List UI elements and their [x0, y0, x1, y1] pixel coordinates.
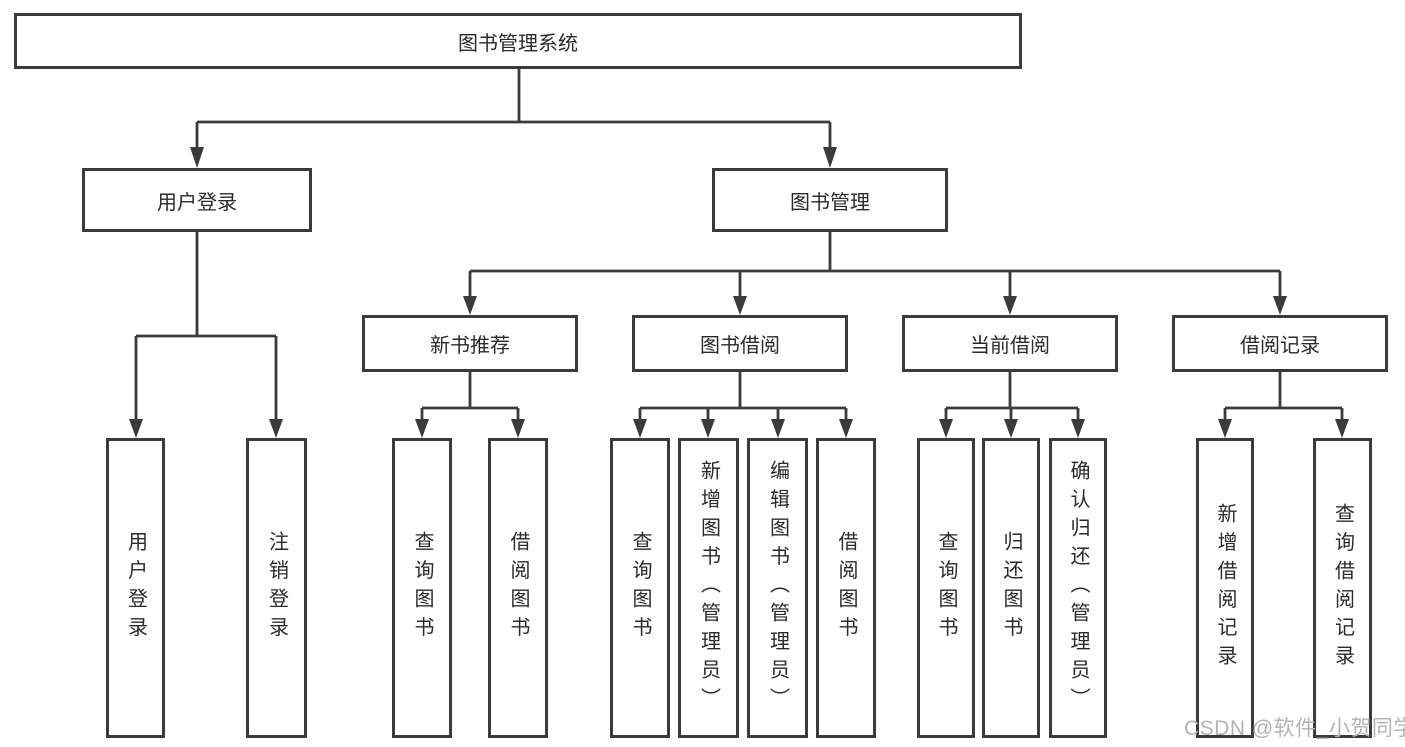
leaf-label: 借阅图书	[835, 531, 857, 645]
leaf-label: 新增借阅记录	[1214, 502, 1236, 674]
arrowhead	[415, 419, 429, 438]
leaf-query-borrow-record: 查询借阅记录	[1313, 438, 1372, 738]
leaf-confirm-return-admin: 确认归还（管理员）	[1049, 438, 1107, 738]
arrowhead	[190, 147, 204, 168]
leaf-borrow-books-under-new-book-recommend: 借阅图书	[488, 438, 548, 738]
leaf-query-books-under-current-borrow: 查询图书	[917, 438, 975, 738]
arrowhead	[633, 419, 647, 438]
node-new-book-recommend-label: 新书推荐	[430, 335, 510, 357]
node-user-login: 用户登录	[82, 168, 312, 232]
arrowhead	[701, 419, 715, 438]
leaf-label: 查询图书	[411, 531, 433, 645]
arrowhead	[511, 419, 525, 438]
node-current-borrow-label: 当前借阅	[970, 335, 1050, 357]
arrowhead	[463, 296, 477, 315]
leaf-label: 确认归还（管理员）	[1067, 460, 1089, 716]
connector-root	[195, 69, 832, 150]
arrowhead	[939, 419, 953, 438]
node-book-management: 图书管理	[712, 168, 948, 232]
leaf-edit-books-admin: 编辑图书（管理员）	[747, 438, 808, 738]
arrowhead	[269, 419, 283, 438]
leaf-query-books-under-book-borrow: 查询图书	[610, 438, 670, 738]
arrowhead	[1004, 419, 1018, 438]
arrowhead	[823, 147, 837, 168]
connector-borrow-records	[1223, 372, 1344, 422]
leaf-label: 新增图书（管理员）	[697, 460, 720, 716]
leaf-label: 编辑图书（管理员）	[766, 460, 789, 716]
node-book-borrow: 图书借阅	[632, 315, 848, 372]
leaf-label: 归还图书	[1000, 531, 1022, 645]
csdn-watermark: CSDN @软件_小贺同学	[1184, 717, 1405, 740]
node-root-label: 图书管理系统	[458, 32, 578, 55]
arrowhead	[1071, 419, 1085, 438]
arrowhead	[129, 419, 143, 438]
node-book-management-label: 图书管理	[790, 191, 870, 214]
leaf-borrow-books-under-book-borrow: 借阅图书	[816, 438, 876, 738]
node-root: 图书管理系统	[14, 13, 1022, 69]
connector-book-borrow	[638, 372, 848, 422]
node-user-login-label: 用户登录	[157, 191, 237, 214]
arrowhead	[839, 419, 853, 438]
node-new-book-recommend: 新书推荐	[362, 315, 578, 372]
leaf-query-books-under-new-book-recommend: 查询图书	[392, 438, 452, 738]
connector-user-login	[134, 232, 278, 422]
leaf-label: 查询图书	[935, 531, 957, 645]
connector-new-book-recommend	[420, 372, 520, 422]
arrowhead	[1335, 419, 1349, 438]
leaf-logout-label: 注销登录	[265, 531, 288, 645]
node-borrow-records-label: 借阅记录	[1240, 335, 1320, 357]
leaf-add-books-admin: 新增图书（管理员）	[678, 438, 739, 738]
connector-current-borrow	[944, 372, 1080, 422]
node-current-borrow: 当前借阅	[902, 315, 1118, 372]
arrowhead	[771, 419, 785, 438]
arrowhead	[1003, 296, 1017, 315]
node-book-borrow-label: 图书借阅	[700, 335, 780, 357]
leaf-user-login: 用户登录	[106, 438, 165, 738]
node-borrow-records: 借阅记录	[1172, 315, 1388, 372]
arrowhead	[1218, 419, 1232, 438]
leaf-user-login-label: 用户登录	[124, 531, 147, 645]
leaf-label: 查询图书	[629, 531, 651, 645]
leaf-return-books: 归还图书	[982, 438, 1040, 738]
leaf-label: 借阅图书	[507, 531, 529, 645]
leaf-logout: 注销登录	[246, 438, 307, 738]
arrowhead	[733, 296, 747, 315]
connector-book-management	[468, 232, 1282, 298]
leaf-label: 查询借阅记录	[1331, 502, 1354, 674]
leaf-add-borrow-record: 新增借阅记录	[1196, 438, 1254, 738]
arrowhead	[1273, 296, 1287, 315]
